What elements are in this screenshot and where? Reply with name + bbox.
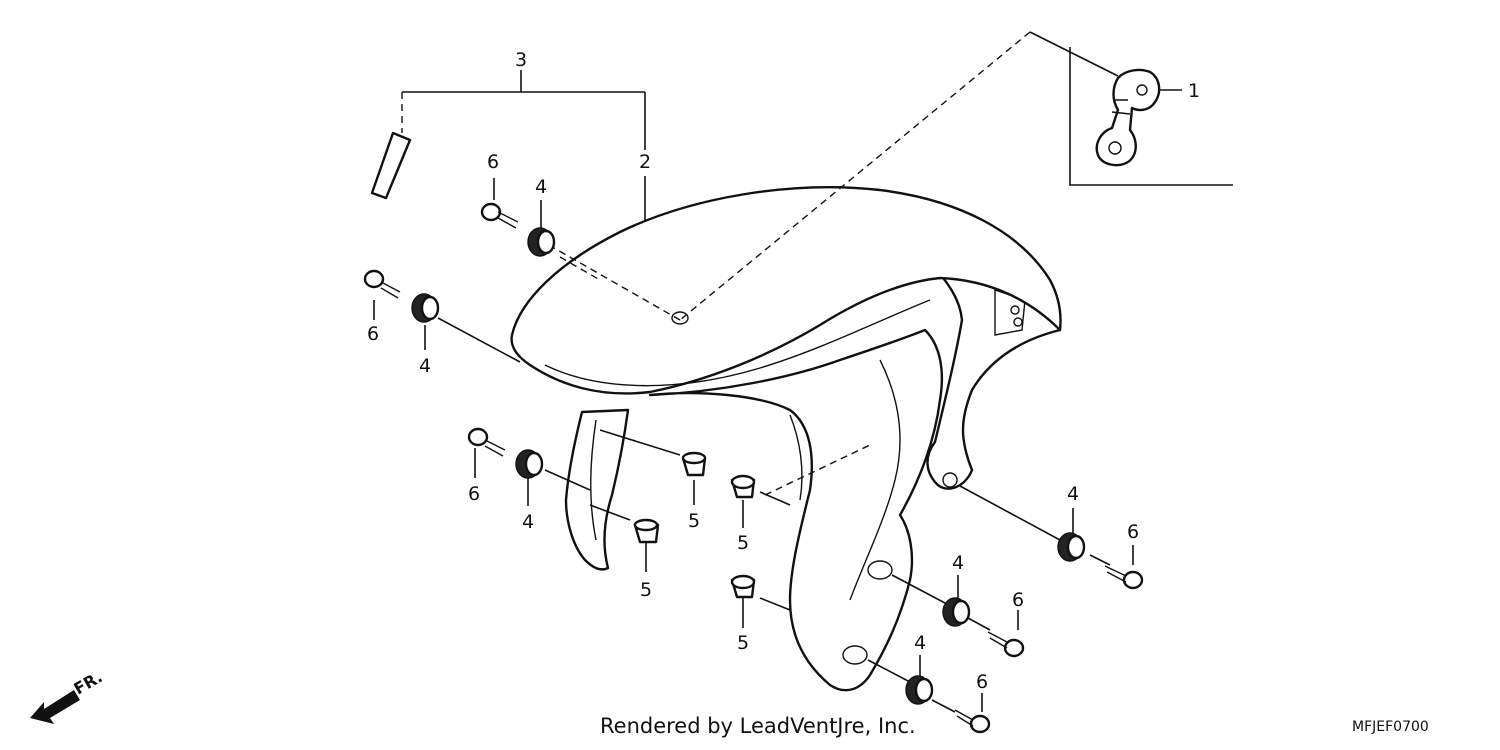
- emblem-part-3: [370, 131, 412, 200]
- leader-lines: [373, 31, 1233, 713]
- callout-4-c: 4: [522, 511, 534, 533]
- callout-5-b: 5: [640, 579, 652, 601]
- callout-5-d: 5: [737, 632, 749, 654]
- callout-1: 1: [1188, 80, 1200, 102]
- front-direction-arrow-icon: FR.: [30, 667, 106, 724]
- grommet-lower-left: [515, 449, 544, 479]
- grommet-right-2: [942, 597, 971, 627]
- callout-6-d: 6: [1127, 521, 1139, 543]
- bolt-top-left: [480, 202, 519, 229]
- callout-4-b: 4: [419, 355, 431, 377]
- collar-3: [730, 474, 756, 499]
- callout-6-b: 6: [367, 323, 379, 345]
- bolt-right-2: [987, 631, 1025, 658]
- diagram-code: MFJEF0700: [1352, 719, 1429, 735]
- callout-6-a: 6: [487, 151, 499, 173]
- callout-6-c: 6: [468, 483, 480, 505]
- grommet-mid-left: [411, 293, 440, 323]
- collar-4: [730, 574, 756, 599]
- callout-5-a: 5: [688, 510, 700, 532]
- callout-4-f: 4: [914, 632, 926, 654]
- callout-3: 3: [515, 49, 527, 71]
- bolt-lower-left: [467, 427, 506, 457]
- callout-4-a: 4: [535, 176, 547, 198]
- grommet-right-1: [1057, 532, 1086, 562]
- callout-6-f: 6: [976, 671, 988, 693]
- collar-2: [633, 518, 660, 544]
- callout-2: 2: [639, 151, 651, 173]
- grommet-top-left: [527, 227, 556, 257]
- render-credit: Rendered by LeadVentJre, Inc.: [600, 714, 916, 738]
- bolt-right-3: [954, 709, 991, 734]
- collar-1: [681, 451, 707, 477]
- grommet-right-3: [905, 675, 934, 705]
- bolt-right-1: [1104, 565, 1144, 590]
- callout-4-d: 4: [1067, 483, 1079, 505]
- callout-labels: 1 2 3 6 4 6 4 6 4 5 5 5 5 4 6 4 6 4 6: [367, 49, 1200, 693]
- callout-4-e: 4: [952, 552, 964, 574]
- bracket-part-1: [1095, 68, 1161, 167]
- callout-5-c: 5: [737, 532, 749, 554]
- front-fender: [510, 186, 1062, 692]
- callout-6-e: 6: [1012, 589, 1024, 611]
- bolt-mid-left: [363, 269, 401, 299]
